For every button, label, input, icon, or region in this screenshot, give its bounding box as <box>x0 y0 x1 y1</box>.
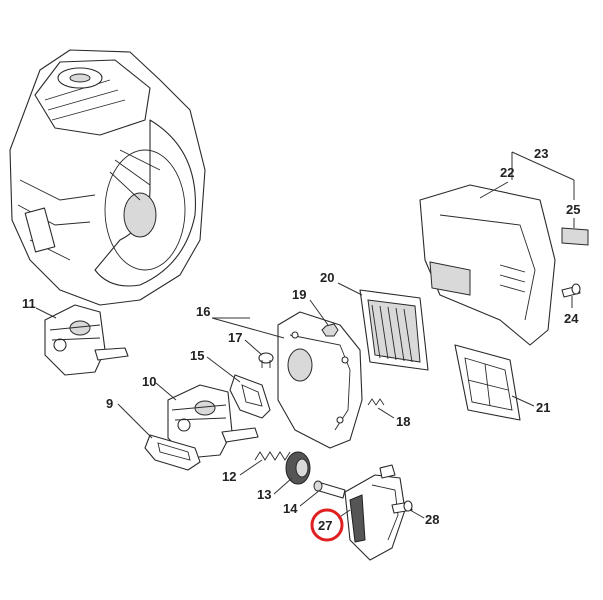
carburetor-11 <box>44 304 129 376</box>
bushing-13 <box>285 451 311 485</box>
callout-16: 16 <box>196 304 210 319</box>
callout-13: 13 <box>257 487 271 502</box>
callout-22: 22 <box>500 165 514 180</box>
callout-9: 9 <box>106 396 113 411</box>
callout-12: 12 <box>222 469 236 484</box>
screw-24 <box>561 283 581 298</box>
label-25 <box>561 227 589 246</box>
engine-fan-housing <box>9 49 206 306</box>
callout-17: 17 <box>228 330 242 345</box>
callout-25: 25 <box>566 202 580 217</box>
callout-20: 20 <box>320 270 334 285</box>
highlight-ring <box>310 508 344 542</box>
callout-10: 10 <box>142 374 156 389</box>
cover-27 <box>344 464 406 561</box>
gasket-9 <box>144 434 201 471</box>
callout-21: 21 <box>536 400 550 415</box>
filter-element-20 <box>359 289 429 371</box>
callout-23: 23 <box>534 146 548 161</box>
screw-28 <box>391 500 413 514</box>
callout-15: 15 <box>190 348 204 363</box>
carburetor-10 <box>167 384 259 459</box>
callout-14: 14 <box>283 501 298 516</box>
filter-base-16 <box>277 311 363 449</box>
spring-18 <box>367 398 385 406</box>
callout-19: 19 <box>292 287 306 302</box>
spring-12 <box>254 451 291 461</box>
screw-17 <box>258 352 274 368</box>
callout-27: 27 <box>318 518 332 533</box>
callout-18: 18 <box>396 414 410 429</box>
filter-frame-21 <box>454 344 521 421</box>
gasket-15 <box>229 374 271 419</box>
nut-19 <box>321 323 339 337</box>
callout-11: 11 <box>22 296 36 311</box>
shaft-14 <box>313 480 346 499</box>
callout-labels: 11 16 17 15 10 9 12 13 14 19 20 18 21 22… <box>22 146 580 533</box>
cover-22 <box>419 184 556 346</box>
callout-24: 24 <box>564 311 579 326</box>
leader-lines <box>35 151 575 519</box>
callout-28: 28 <box>425 512 439 527</box>
